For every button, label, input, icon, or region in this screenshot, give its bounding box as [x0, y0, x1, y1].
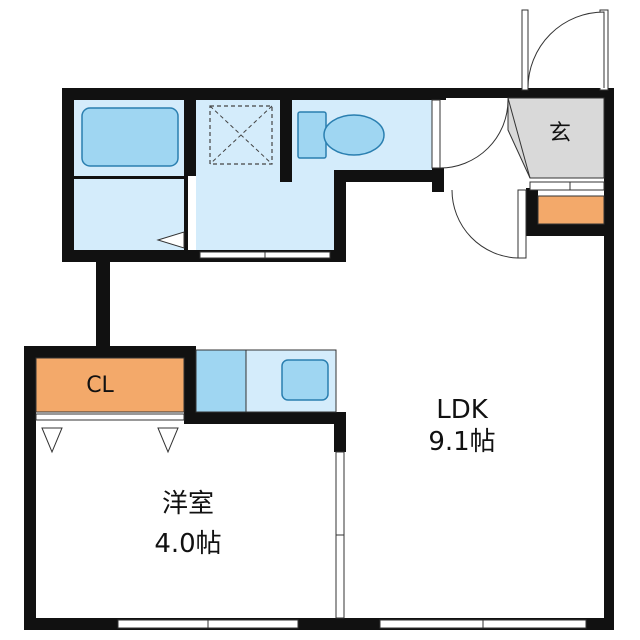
- ldk-size: 9.1帖: [428, 427, 495, 457]
- kitchen-counter: [195, 349, 337, 413]
- wall-top-entrance: [440, 88, 612, 98]
- closet-door-right-icon: [157, 427, 179, 454]
- wall-bedroom-left: [24, 346, 36, 628]
- ldk-door-swing: [451, 189, 527, 259]
- entrance-area: 玄: [507, 97, 605, 179]
- wall-kitchen-bottom: [184, 412, 346, 424]
- entrance-label: 玄: [549, 121, 571, 146]
- ldk-label-group: LDK 9.1帖: [428, 395, 495, 457]
- wall-bedroom-right-stub: [334, 412, 346, 452]
- western-size: 4.0帖: [154, 529, 221, 559]
- washroom-sliding-door: [199, 251, 331, 259]
- wall-wash-toilet: [280, 100, 292, 182]
- washing-machine-pan-icon: [209, 105, 273, 165]
- toilet-door-swing: [431, 99, 509, 169]
- closet-door-left-icon: [41, 427, 63, 454]
- bedroom-sliding-door: [335, 451, 345, 619]
- ldk-name: LDK: [436, 395, 489, 425]
- toilet-icon: [297, 111, 385, 159]
- bathtub-icon: [81, 107, 179, 167]
- wall-connector: [96, 262, 110, 350]
- closet: CL: [35, 357, 185, 454]
- western-name: 洋室: [162, 489, 214, 519]
- kitchen-sink-icon: [281, 359, 329, 401]
- bath-door-icon: [156, 231, 185, 249]
- wall-closet-right: [184, 346, 196, 418]
- wall-bedroom-top: [24, 346, 196, 358]
- wall-right: [604, 88, 614, 628]
- shoe-cabinet: [529, 181, 605, 225]
- western-label-group: 洋室 4.0帖: [154, 489, 221, 559]
- front-door-swing: [521, 9, 609, 91]
- wall-shoebox-bottom: [526, 224, 614, 236]
- wall-wet-right-lower: [334, 170, 346, 262]
- wall-bath-wash-upper: [184, 100, 196, 176]
- wall-toilet-right-stub: [432, 168, 444, 192]
- wall-bath-wash-thin: [184, 176, 188, 250]
- closet-label: CL: [86, 373, 114, 398]
- kitchen-stove: [195, 349, 247, 413]
- wall-top: [62, 88, 446, 100]
- wall-left-upper: [62, 88, 74, 262]
- wall-bath-line: [74, 176, 184, 179]
- windows-bottom: [117, 619, 587, 629]
